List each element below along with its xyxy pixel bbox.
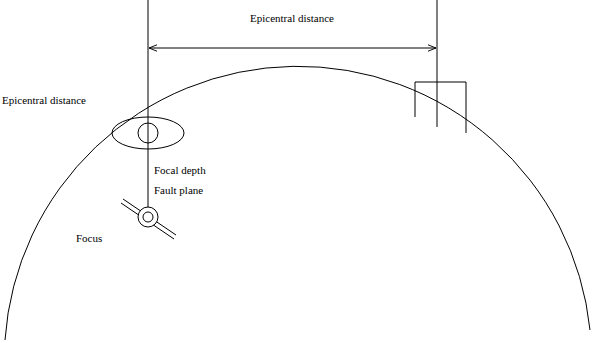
fault-plane-line bbox=[121, 203, 174, 239]
epicenter-mark bbox=[138, 123, 158, 143]
depth-label: Focal depth bbox=[154, 164, 206, 177]
fault-label: Fault plane bbox=[154, 184, 203, 197]
focus-label: Focus bbox=[76, 232, 102, 245]
epicenter-axis bbox=[148, 0, 149, 215]
distance-label: Epicentral distance bbox=[250, 12, 334, 25]
epicenter-label: Epicentral distance bbox=[2, 94, 86, 107]
distance-arrow bbox=[149, 48, 436, 49]
station-axis bbox=[437, 0, 438, 127]
focus-mark bbox=[143, 212, 153, 222]
station-building bbox=[415, 82, 466, 133]
epicenter-ring bbox=[112, 117, 184, 149]
focus-ring bbox=[138, 207, 158, 227]
earth-surface bbox=[5, 66, 590, 340]
fault-plane-line bbox=[123, 199, 176, 235]
